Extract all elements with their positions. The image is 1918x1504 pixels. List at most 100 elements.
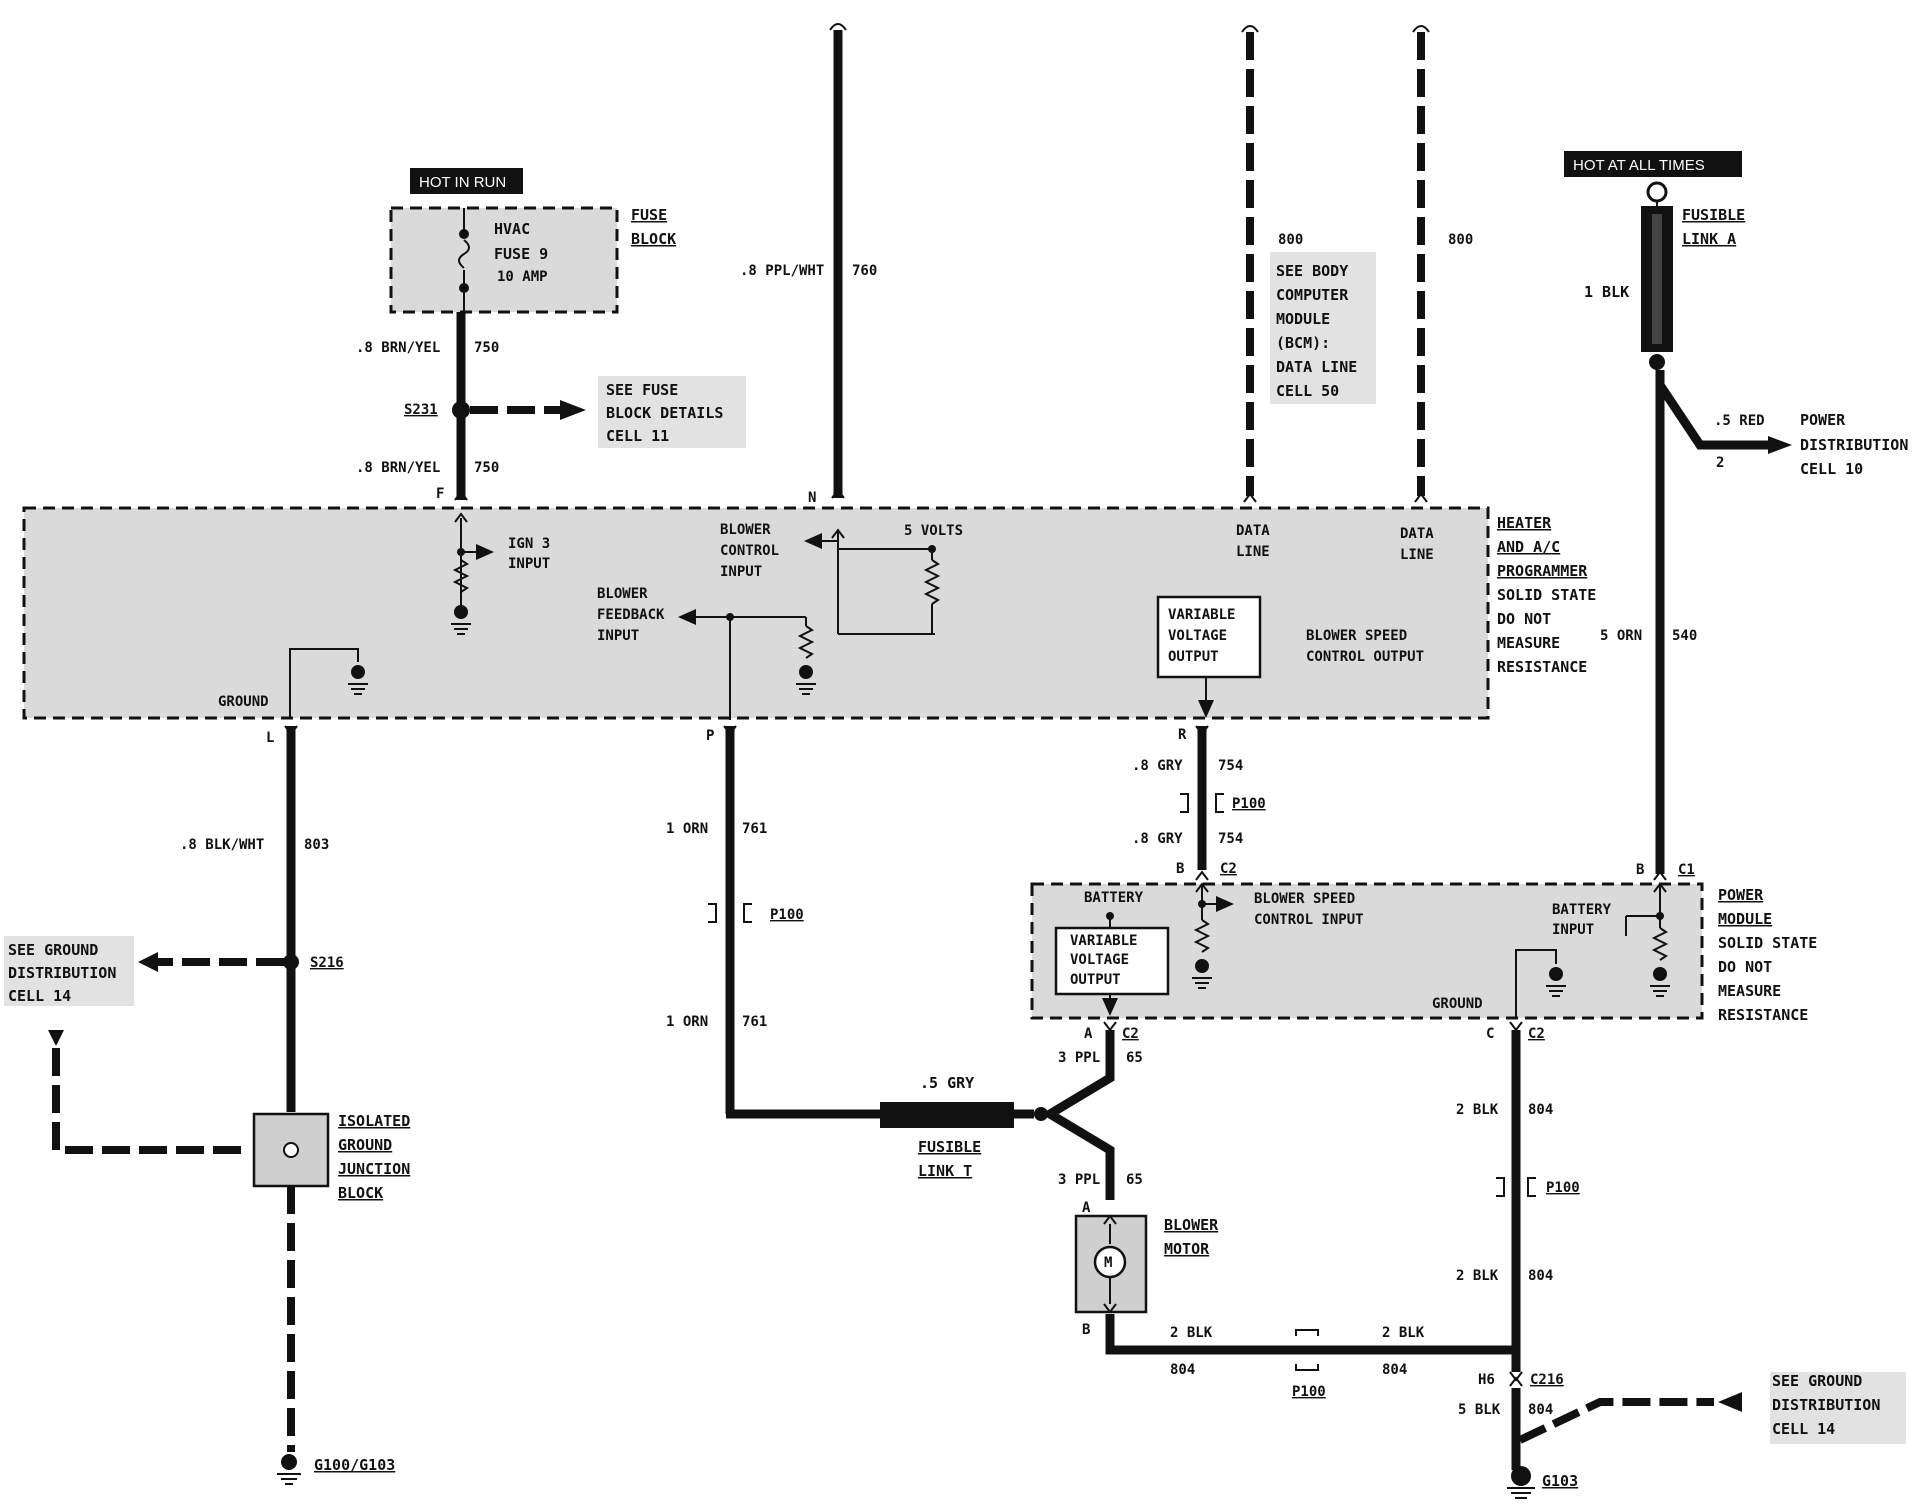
isolated-ground-3: JUNCTION	[338, 1160, 410, 1178]
programmer-vvo-2: VOLTAGE	[1168, 628, 1227, 644]
programmer-pin-n: N	[808, 490, 816, 506]
isolated-ground-2: GROUND	[338, 1136, 392, 1154]
bcm-note-1: SEE BODY	[1276, 262, 1348, 280]
bcm-note-6: CELL 50	[1276, 382, 1339, 400]
connector-p100-804-v	[1496, 1177, 1536, 1197]
data-line-a-1: DATA	[1236, 523, 1270, 539]
connector-p100-754	[1180, 793, 1224, 813]
wire-761b-num: 761	[742, 1014, 767, 1030]
bcm-note-2: COMPUTER	[1276, 286, 1349, 304]
fusible-link-t-label-1: FUSIBLE	[918, 1138, 981, 1156]
ground-dist-right-3: CELL 14	[1772, 1420, 1835, 1438]
fusible-link-a-label-1: FUSIBLE	[1682, 206, 1745, 224]
pm-pin-b-c1: B	[1636, 862, 1644, 878]
fuse-block-title-1: FUSE	[631, 206, 667, 224]
pm-title-1: POWER	[1718, 886, 1764, 904]
pm-conn-c2-c: C2	[1528, 1026, 1545, 1042]
power-dist-note-2: DISTRIBUTION	[1800, 436, 1908, 454]
svg-text:HOT AT ALL TIMES: HOT AT ALL TIMES	[1573, 157, 1705, 174]
bsco-1: BLOWER SPEED	[1306, 628, 1407, 644]
data-line-b-2: LINE	[1400, 547, 1434, 563]
programmer-vvo-box	[1156, 595, 1262, 679]
programmer-title-2: AND A/C	[1497, 538, 1560, 556]
programmer-title-3: PROGRAMMER	[1497, 562, 1588, 580]
splice-s216-dot	[283, 954, 299, 970]
wire-754b-gauge: .8 GRY	[1132, 831, 1183, 847]
data-line-b-1: DATA	[1400, 526, 1434, 542]
fuse-block-box	[389, 206, 619, 314]
blower-motor-label-1: BLOWER	[1164, 1216, 1219, 1234]
wire-804b-gauge: 2 BLK	[1382, 1325, 1425, 1341]
wire-803-num: 803	[304, 837, 329, 853]
fusible-link-a-label-2: LINK A	[1682, 230, 1736, 248]
bcm-note-5: DATA LINE	[1276, 358, 1357, 376]
splice-p100d: P100	[1292, 1384, 1326, 1400]
motor-pin-a: A	[1082, 1200, 1091, 1216]
blower-control-1: BLOWER	[720, 522, 771, 538]
fuse-details-note-2: BLOCK DETAILS	[606, 404, 723, 422]
splice-s216: S216	[310, 955, 344, 971]
wire-760-gauge: .8 PPL/WHT	[740, 263, 824, 279]
motor-m: M	[1104, 1255, 1112, 1271]
wire-804a-num: 804	[1170, 1362, 1195, 1378]
hot-at-all-times-badge: HOT AT ALL TIMES	[1564, 151, 1742, 177]
wire-804c-num: 804	[1528, 1102, 1553, 1118]
programmer-title-1: HEATER	[1497, 514, 1552, 532]
fusible-link-t-label-2: LINK T	[918, 1162, 972, 1180]
power-dist-note-1: POWER	[1800, 411, 1846, 429]
pm-vvo-2: VOLTAGE	[1070, 952, 1129, 968]
pm-bsci-2: CONTROL INPUT	[1254, 912, 1364, 928]
wire-804b-num: 804	[1382, 1362, 1407, 1378]
wire-800-a-num: 800	[1278, 232, 1303, 248]
wire-804-horizontal	[1105, 1314, 1514, 1355]
pm-vvo-3: OUTPUT	[1070, 972, 1121, 988]
wire-804a-gauge: 2 BLK	[1170, 1325, 1213, 1341]
fusible-link-a-wire: 1 BLK	[1584, 283, 1629, 301]
pm-conn-c2-a: C2	[1122, 1026, 1139, 1042]
wire-540-gauge: 5 ORN	[1600, 628, 1642, 644]
fuse-block-title-2: BLOCK	[631, 230, 676, 248]
pm-battery-input-1: BATTERY	[1552, 902, 1612, 918]
connector-p100-761	[708, 903, 752, 923]
battery-terminal	[1646, 181, 1668, 203]
motor-pin-b: B	[1082, 1322, 1090, 1338]
programmer-pin-p: P	[706, 728, 714, 744]
power-dist-wire-num: 2	[1716, 455, 1724, 471]
wire-804d-num: 804	[1528, 1268, 1553, 1284]
ground-dist-right-bg	[1770, 1372, 1906, 1444]
pm-pin-b-c2: B	[1176, 861, 1184, 877]
wire-804e-num: 804	[1528, 1402, 1553, 1418]
fuse-details-note-3: CELL 11	[606, 427, 669, 445]
programmer-desc-4: RESISTANCE	[1497, 658, 1587, 676]
wire-754a-gauge: .8 GRY	[1132, 758, 1183, 774]
pm-desc-3: MEASURE	[1718, 982, 1781, 1000]
pm-bsci-1: BLOWER SPEED	[1254, 891, 1355, 907]
programmer-vvo-3: OUTPUT	[1168, 649, 1219, 665]
wire-750-num-top: 750	[474, 340, 499, 356]
wire-65b-gauge: 3 PPL	[1058, 1172, 1100, 1188]
wire-750-num-bot: 750	[474, 460, 499, 476]
fusible-link-t	[880, 1102, 1014, 1128]
bcm-note-bg	[1270, 252, 1376, 404]
blower-control-2: CONTROL	[720, 543, 779, 559]
wire-761b-gauge: 1 ORN	[666, 1014, 708, 1030]
ground-dist-left-3: CELL 14	[8, 987, 71, 1005]
programmer-pin-r: R	[1178, 727, 1187, 743]
wire-750-gauge-bot: .8 BRN/YEL	[356, 460, 440, 476]
wire-65a-gauge: 3 PPL	[1058, 1050, 1100, 1066]
pm-vvo-box	[1054, 926, 1170, 996]
blower-motor-label-2: MOTOR	[1164, 1240, 1210, 1258]
hot-in-run-badge: HOT IN RUN	[410, 168, 523, 194]
power-dist-wire-gauge: .5 RED	[1714, 413, 1765, 429]
wire-760-num: 760	[852, 263, 877, 279]
wire-754b-num: 754	[1218, 831, 1243, 847]
isolated-ground-1: ISOLATED	[338, 1112, 410, 1130]
wire-803-gauge: .8 BLK/WHT	[180, 837, 264, 853]
pm-battery-label: BATTERY	[1084, 890, 1144, 906]
programmer-pin-l: L	[266, 730, 274, 746]
blower-feedback-2: FEEDBACK	[597, 607, 665, 623]
ground-dist-right-wire	[1518, 1398, 1714, 1444]
connector-c216: C216	[1530, 1372, 1564, 1388]
ign3-input-1: IGN 3	[508, 536, 550, 552]
wire-761a-num: 761	[742, 821, 767, 837]
